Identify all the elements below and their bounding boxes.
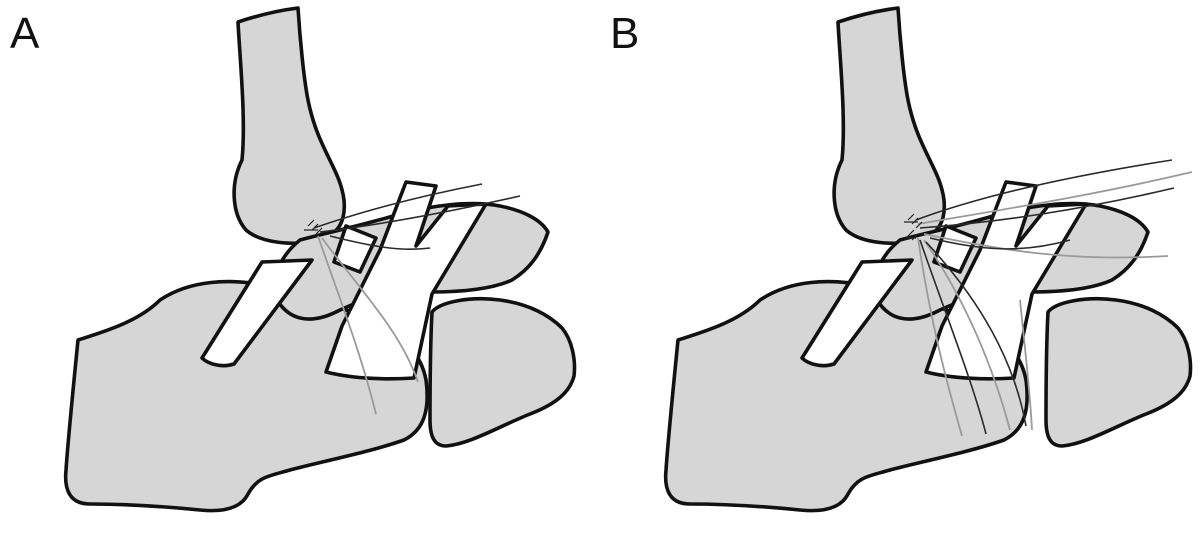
graft-strip-left	[800, 258, 914, 368]
suture-line	[929, 237, 1071, 250]
suture-line	[919, 239, 987, 435]
graft-strip-center	[924, 180, 1088, 381]
suture-line	[329, 235, 431, 251]
suture-line	[917, 171, 1193, 225]
panel-b-drawing	[663, 6, 1193, 513]
fibula-bone	[832, 6, 947, 245]
suture-line	[313, 183, 483, 229]
suture-line	[319, 195, 521, 233]
cuboid-bone	[428, 296, 577, 448]
suture-knot	[904, 229, 919, 241]
suture-line	[915, 159, 1173, 221]
suture-line	[923, 233, 1169, 259]
panel-label-a: A	[10, 9, 40, 58]
suture-line	[917, 237, 963, 437]
suture-line	[919, 187, 1175, 229]
graft-strip-left	[200, 258, 314, 368]
bone-block	[332, 224, 378, 274]
panel-b: B	[600, 0, 1200, 539]
panel-label-b: B	[610, 9, 640, 58]
suture-line	[923, 239, 1011, 431]
suture-line	[925, 241, 1027, 427]
suture-knot	[904, 213, 923, 229]
suture-line	[1019, 299, 1033, 431]
cuboid-bone	[1044, 296, 1193, 448]
suture-line	[317, 235, 377, 415]
suture-line	[321, 237, 419, 383]
fibula-bone	[232, 6, 347, 245]
panel-a: A	[10, 6, 577, 513]
panel-a-drawing	[63, 6, 577, 513]
graft-strip-center	[324, 180, 488, 381]
suture-knot	[304, 219, 323, 235]
